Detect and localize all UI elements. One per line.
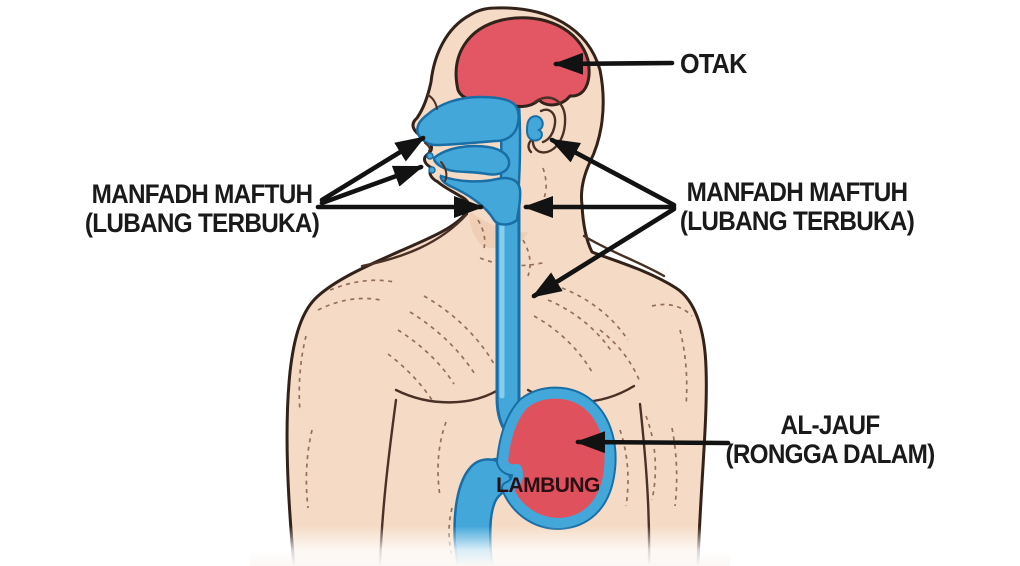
label-otak-text: OTAK xyxy=(680,48,747,79)
lip-opening-lower xyxy=(428,166,436,174)
label-right-line2: (LUBANG TERBUKA) xyxy=(679,205,915,236)
nasal-cavity xyxy=(416,95,520,147)
arrow-otak-to-brain xyxy=(553,52,675,75)
label-left-line2: (LUBANG TERBUKA) xyxy=(84,207,320,238)
arrow-aljauf-to-stomach xyxy=(575,431,731,454)
bottom-fade xyxy=(250,526,730,566)
arrow-left-to-nose xyxy=(319,135,426,203)
face-details xyxy=(424,94,448,182)
label-aljauf-line2: (RONGGA DALAM) xyxy=(725,438,935,469)
skin-texture-dashes xyxy=(298,167,693,557)
label-left-line1: MANFADH MAFTUH xyxy=(91,179,313,209)
arrow-right-to-ear xyxy=(549,137,677,208)
arrow-left-to-mouth xyxy=(319,164,424,206)
stomach xyxy=(498,388,615,528)
arrow-right-to-esophagus xyxy=(531,206,677,299)
label-al-jauf: AL-JAUF (RONGGA DALAM) xyxy=(704,411,956,469)
annotation-arrows xyxy=(315,52,731,454)
label-otak: OTAK xyxy=(680,49,806,79)
lip-opening-upper xyxy=(426,152,434,160)
ear-canal-opening xyxy=(525,115,544,142)
label-open-passages-right: MANFADH MAFTUH (LUBANG TERBUKA) xyxy=(671,178,923,236)
label-right-line1: MANFADH MAFTUH xyxy=(686,177,908,207)
stomach-label: LAMBUNG xyxy=(496,474,600,497)
label-open-passages-left: MANFADH MAFTUH (LUBANG TERBUKA) xyxy=(76,180,328,238)
label-aljauf-line1: AL-JAUF xyxy=(780,410,881,440)
